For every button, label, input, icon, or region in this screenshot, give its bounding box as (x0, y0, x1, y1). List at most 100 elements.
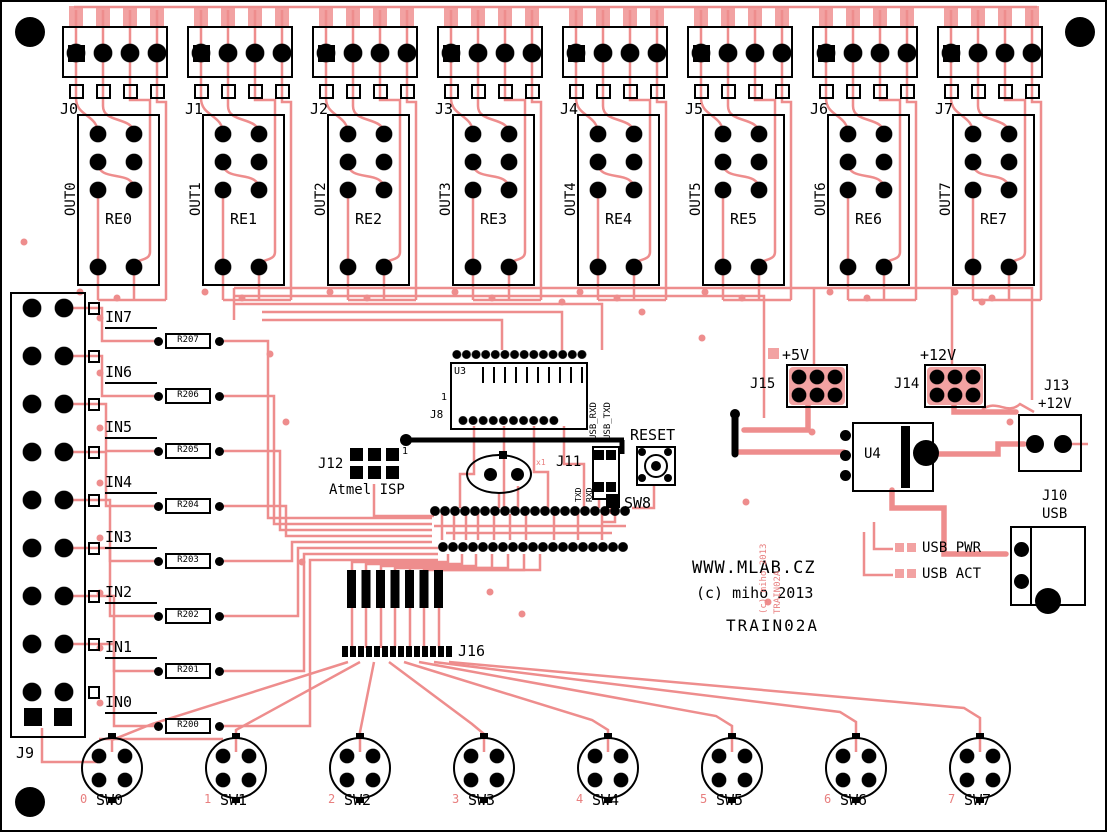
switch-label: SW4 (592, 791, 620, 809)
j13-pin (1054, 435, 1072, 453)
reset-button-outline (636, 446, 676, 486)
rxd-label: RXD (585, 487, 594, 502)
reset-button-cap (644, 454, 668, 478)
relay-module: J5 RE5 OUT5 (685, 2, 800, 312)
pin1-pad (568, 45, 585, 62)
resistor-label: R202 (177, 610, 199, 620)
resistor-pad (215, 447, 224, 456)
reset-pin (638, 448, 646, 456)
j13-power-jack (1018, 414, 1082, 472)
pin-guide (971, 84, 986, 99)
silk-lines (400, 409, 740, 458)
input-label: IN6 (105, 363, 157, 384)
resistor-body: R204 (165, 498, 211, 514)
reset-label: RESET (630, 426, 676, 444)
connector-label: J7 (935, 100, 954, 118)
j11-pin (606, 482, 616, 492)
pin-guide (150, 84, 165, 99)
switch-notch (356, 733, 364, 739)
j9-tick (88, 542, 100, 555)
pin-guide (623, 84, 638, 99)
u4-tab-hole (913, 440, 939, 466)
relay-pins-bottom (338, 252, 410, 282)
mcu-pin-row-top (430, 504, 630, 518)
plus5v-label: +5V (782, 346, 810, 364)
output-label: OUT1 (188, 182, 204, 216)
crystal-pad (484, 468, 497, 481)
j9-tick (88, 350, 100, 363)
j12-pin (386, 466, 399, 479)
relay-module: J0 RE0 OUT0 (60, 2, 175, 312)
u4-label: U4 (864, 446, 881, 462)
u3-label: U3 (454, 366, 467, 377)
pin-guide (900, 84, 915, 99)
resistor-pad (154, 392, 163, 401)
j9-holes (22, 298, 86, 730)
reset-center (651, 461, 661, 471)
switch-number: 5 (700, 792, 708, 806)
pin-guide (275, 84, 290, 99)
input-row: IN1 R201 (2, 632, 232, 687)
sw8-label: SW8 (624, 494, 652, 512)
j15-holes (790, 368, 844, 404)
plus12v-label: +12V (920, 346, 957, 364)
j10-label: J10 (1042, 488, 1068, 504)
relay-pins-bottom (463, 252, 535, 282)
vias (20, 238, 1014, 707)
crystal-mark (499, 451, 507, 459)
j11-pin (606, 450, 616, 460)
input-label: IN0 (105, 693, 157, 714)
pin1-pad (68, 45, 85, 62)
switch-module: 6 SW6 (816, 730, 900, 820)
pin-guide (846, 84, 861, 99)
u3-pin1-marker: 1 (441, 392, 448, 403)
resistor-pad (215, 722, 224, 731)
j12-pin1-marker: 1 (402, 446, 409, 457)
pin-guide (944, 84, 959, 99)
switch-notch (604, 733, 612, 739)
pin-guide (721, 84, 736, 99)
relay-pins (338, 122, 410, 206)
switch-label: SW6 (840, 791, 868, 809)
switch-pins (91, 747, 133, 789)
input-row: IN7 R207 (2, 302, 232, 357)
website-text: WWW.MLAB.CZ (692, 558, 816, 578)
relay-pins-bottom (838, 252, 910, 282)
resistor-pad (215, 557, 224, 566)
pin-guide (400, 84, 415, 99)
switch-notch (232, 797, 240, 803)
u3-pin-row (452, 348, 587, 361)
pin-guide (998, 84, 1013, 99)
resistor-pad (215, 502, 224, 511)
switch-module: 7 SW7 (940, 730, 1024, 820)
switch-number: 4 (576, 792, 584, 806)
pin-guide (96, 84, 111, 99)
relay-pins (88, 122, 160, 206)
resistor-pad (215, 667, 224, 676)
resistor-label: R201 (177, 665, 199, 675)
switch-module: 1 SW1 (196, 730, 280, 820)
relay-module: J3 RE3 OUT3 (435, 2, 550, 312)
j15-outline (786, 364, 848, 408)
input-row: IN2 R202 (2, 577, 232, 632)
switch-notch (852, 733, 860, 739)
switch-label: SW0 (96, 791, 124, 809)
j13-pin (1026, 435, 1044, 453)
relay-module: J7 RE7 OUT7 (935, 2, 1050, 312)
usb-pin (1014, 574, 1029, 589)
switch-notch (852, 797, 860, 803)
switch-label: SW3 (468, 791, 496, 809)
pin-guide (775, 84, 790, 99)
relay-label: RE4 (604, 210, 633, 228)
switch-pins (959, 747, 1001, 789)
j13-voltage-label: +12V (1038, 396, 1072, 412)
pin-guide (1025, 84, 1040, 99)
u3-socket-outline (450, 362, 588, 430)
txd-label: TXD (574, 487, 583, 502)
output-label: OUT0 (63, 182, 79, 216)
input-label: IN2 (105, 583, 157, 604)
switch-module: 5 SW5 (692, 730, 776, 820)
pin-guide (194, 84, 209, 99)
relay-pins (463, 122, 535, 206)
u4-pin (840, 470, 851, 481)
